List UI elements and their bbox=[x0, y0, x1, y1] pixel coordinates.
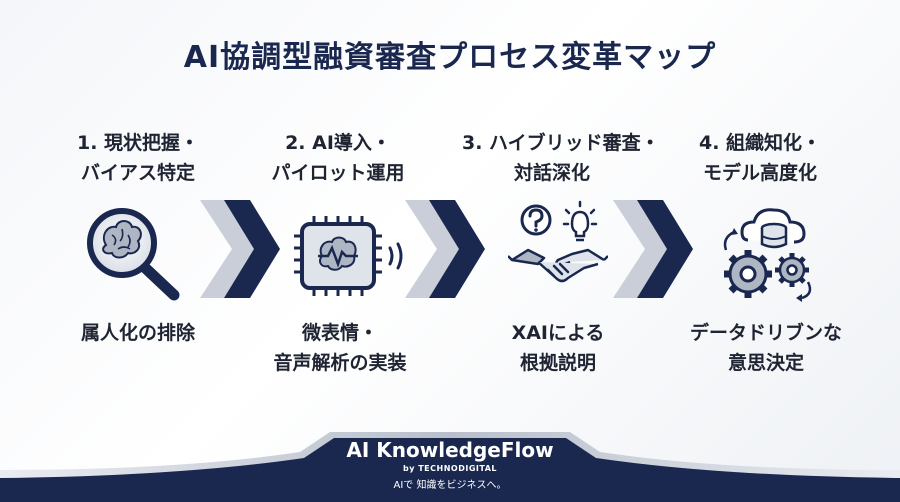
step-2-description: 微表情・音声解析の実装 bbox=[273, 322, 407, 374]
brand-tagline: AIで 知識をビジネスへ。 bbox=[393, 480, 507, 491]
brand-name: AI KnowledgeFlow bbox=[346, 438, 554, 462]
handshake-icon bbox=[508, 200, 608, 283]
magnifier-brain-icon bbox=[87, 208, 180, 301]
ai-chip-icon bbox=[294, 216, 403, 296]
cloud-gears-icon bbox=[723, 208, 812, 302]
step-4-description: データドリブンな意思決定 bbox=[689, 322, 842, 374]
step-1-description: 属人化の排除 bbox=[80, 322, 195, 344]
step-1-heading: 1. 現状把握・バイアス特定 bbox=[76, 132, 200, 184]
step-4-heading: 4. 組織知化・モデル高度化 bbox=[698, 132, 822, 184]
footer-banner bbox=[0, 432, 900, 502]
brand-company: by TECHNODIGITAL bbox=[403, 464, 497, 473]
arrow-chevron-icon bbox=[405, 200, 485, 298]
step-2-heading: 2. AI導入・パイロット運用 bbox=[271, 132, 405, 184]
page-title: AI協調型融資審査プロセス変革マップ bbox=[183, 40, 717, 75]
step-3-heading: 3. ハイブリッド審査・対話深化 bbox=[462, 132, 660, 184]
arrow-chevron-icon bbox=[613, 200, 693, 298]
arrow-chevron-icon bbox=[200, 200, 280, 298]
step-3-description: XAIによる根拠説明 bbox=[511, 322, 605, 374]
